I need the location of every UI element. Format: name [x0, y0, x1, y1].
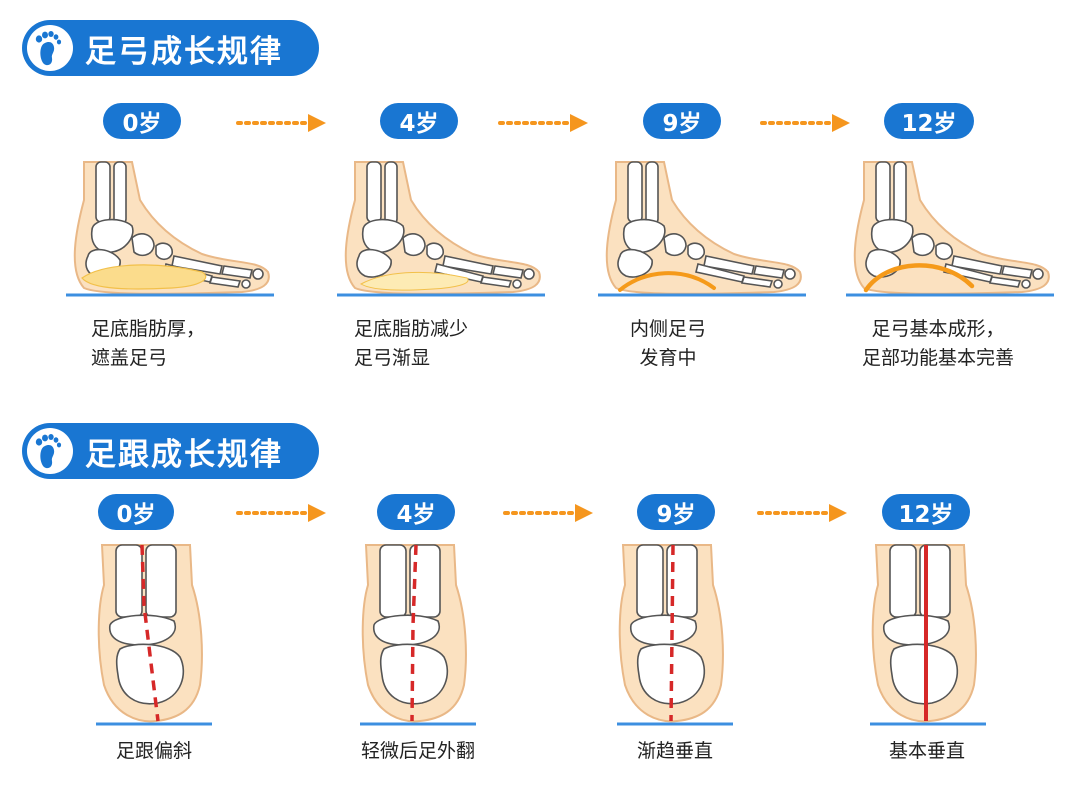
- arch-caption-3: 足弓基本成形， 足部功能基本完善: [838, 315, 1038, 373]
- heel-arrow-1: [236, 504, 326, 522]
- arch-foot-illustration-1: [337, 161, 545, 297]
- heel-illustration-2: [617, 544, 733, 726]
- arch-caption-0-line-1: 足底脂肪厚，: [91, 318, 206, 340]
- arch-section-title: 足弓成长规律: [85, 33, 283, 70]
- foot-icon: [27, 25, 73, 71]
- arch-caption-2-line-2: 发育中: [639, 347, 697, 369]
- arch-age-pill-2: 9岁: [643, 103, 721, 139]
- arch-caption-2-line-1: 内侧足弓: [629, 318, 706, 340]
- heel-section-title: 足跟成长规律: [85, 436, 283, 473]
- arch-arrow-2: [498, 114, 588, 132]
- heel-arrow-2: [503, 504, 593, 522]
- heel-illustration-1: [360, 544, 476, 726]
- arch-caption-0: 足底脂肪厚， 遮盖足弓: [91, 315, 205, 373]
- heel-caption-0: 足跟偏斜: [115, 740, 192, 762]
- heel-arrow-3: [757, 504, 847, 522]
- heel-caption-1: 轻微后足外翻: [360, 740, 475, 762]
- heel-caption-3: 基本垂直: [888, 740, 965, 762]
- arch-foot-illustration-0: [66, 161, 274, 297]
- heel-illustration-3: [870, 544, 986, 726]
- arch-age-pill-3: 12岁: [884, 103, 974, 139]
- arch-foot-illustration-2: [598, 161, 806, 297]
- arch-caption-1-line-2: 足弓渐显: [354, 347, 431, 369]
- foot-icon: [27, 428, 73, 474]
- heel-age-pill-1: 4岁: [377, 494, 455, 530]
- heel-caption-2: 渐趋垂直: [636, 740, 713, 762]
- heel-section-header: 足跟成长规律: [22, 423, 319, 479]
- heel-age-pill-0: 0岁: [98, 494, 174, 530]
- arch-caption-1: 足底脂肪减少 足弓渐显: [354, 315, 468, 373]
- arch-caption-1-line-1: 足底脂肪减少: [354, 318, 469, 340]
- arch-section-header: 足弓成长规律: [22, 20, 319, 76]
- arch-caption-2: 内侧足弓 发育中: [598, 315, 738, 373]
- arch-foot-illustration-3: [846, 161, 1054, 297]
- arch-caption-3-line-2: 足部功能基本完善: [861, 347, 1014, 369]
- arch-caption-3-line-1: 足弓基本成形，: [871, 318, 1005, 340]
- heel-age-pill-3: 12岁: [882, 494, 970, 530]
- arch-caption-0-line-2: 遮盖足弓: [91, 347, 168, 369]
- arch-arrow-3: [760, 114, 850, 132]
- arch-age-pill-0: 0岁: [103, 103, 181, 139]
- arch-arrow-1: [236, 114, 326, 132]
- heel-illustration-0: [96, 544, 212, 726]
- arch-age-pill-1: 4岁: [380, 103, 458, 139]
- heel-age-pill-2: 9岁: [637, 494, 715, 530]
